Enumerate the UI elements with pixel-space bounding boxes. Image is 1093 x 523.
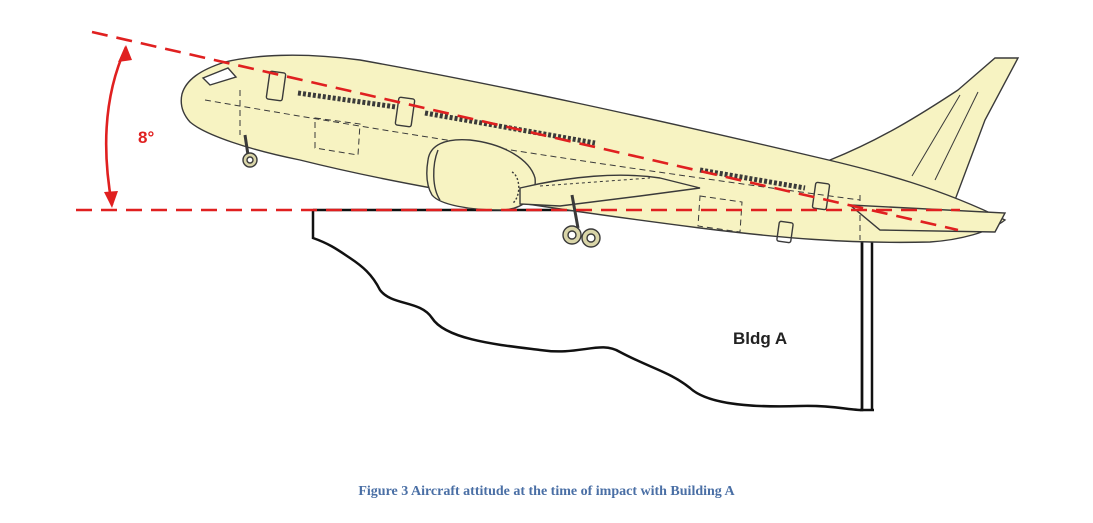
door-2 bbox=[394, 96, 416, 128]
vertical-stabilizer bbox=[828, 57, 1020, 201]
pitch-angle-arc bbox=[104, 46, 128, 206]
door-1 bbox=[265, 70, 287, 102]
main-landing-gear bbox=[562, 194, 601, 248]
wing bbox=[519, 174, 701, 207]
engine-inlet bbox=[433, 149, 441, 201]
reference-lines bbox=[76, 30, 960, 232]
figure-caption: Figure 3 Aircraft attitude at the time o… bbox=[358, 484, 735, 499]
door-4 bbox=[776, 220, 794, 244]
building-label: Bldg A bbox=[733, 329, 787, 348]
pitch-angle-label: 8° bbox=[138, 128, 154, 147]
aircraft-longitudinal-axis-line bbox=[91, 30, 959, 232]
cockpit-window bbox=[201, 67, 238, 86]
arc-arrowhead-bottom bbox=[104, 191, 118, 208]
aircraft bbox=[180, 54, 1020, 248]
door-3 bbox=[811, 181, 831, 211]
arc-arrowhead-top bbox=[118, 45, 132, 62]
fuselage bbox=[180, 54, 1007, 244]
nose-landing-gear bbox=[242, 134, 258, 168]
building-outline bbox=[311, 210, 864, 412]
engine-exhaust bbox=[511, 171, 520, 205]
